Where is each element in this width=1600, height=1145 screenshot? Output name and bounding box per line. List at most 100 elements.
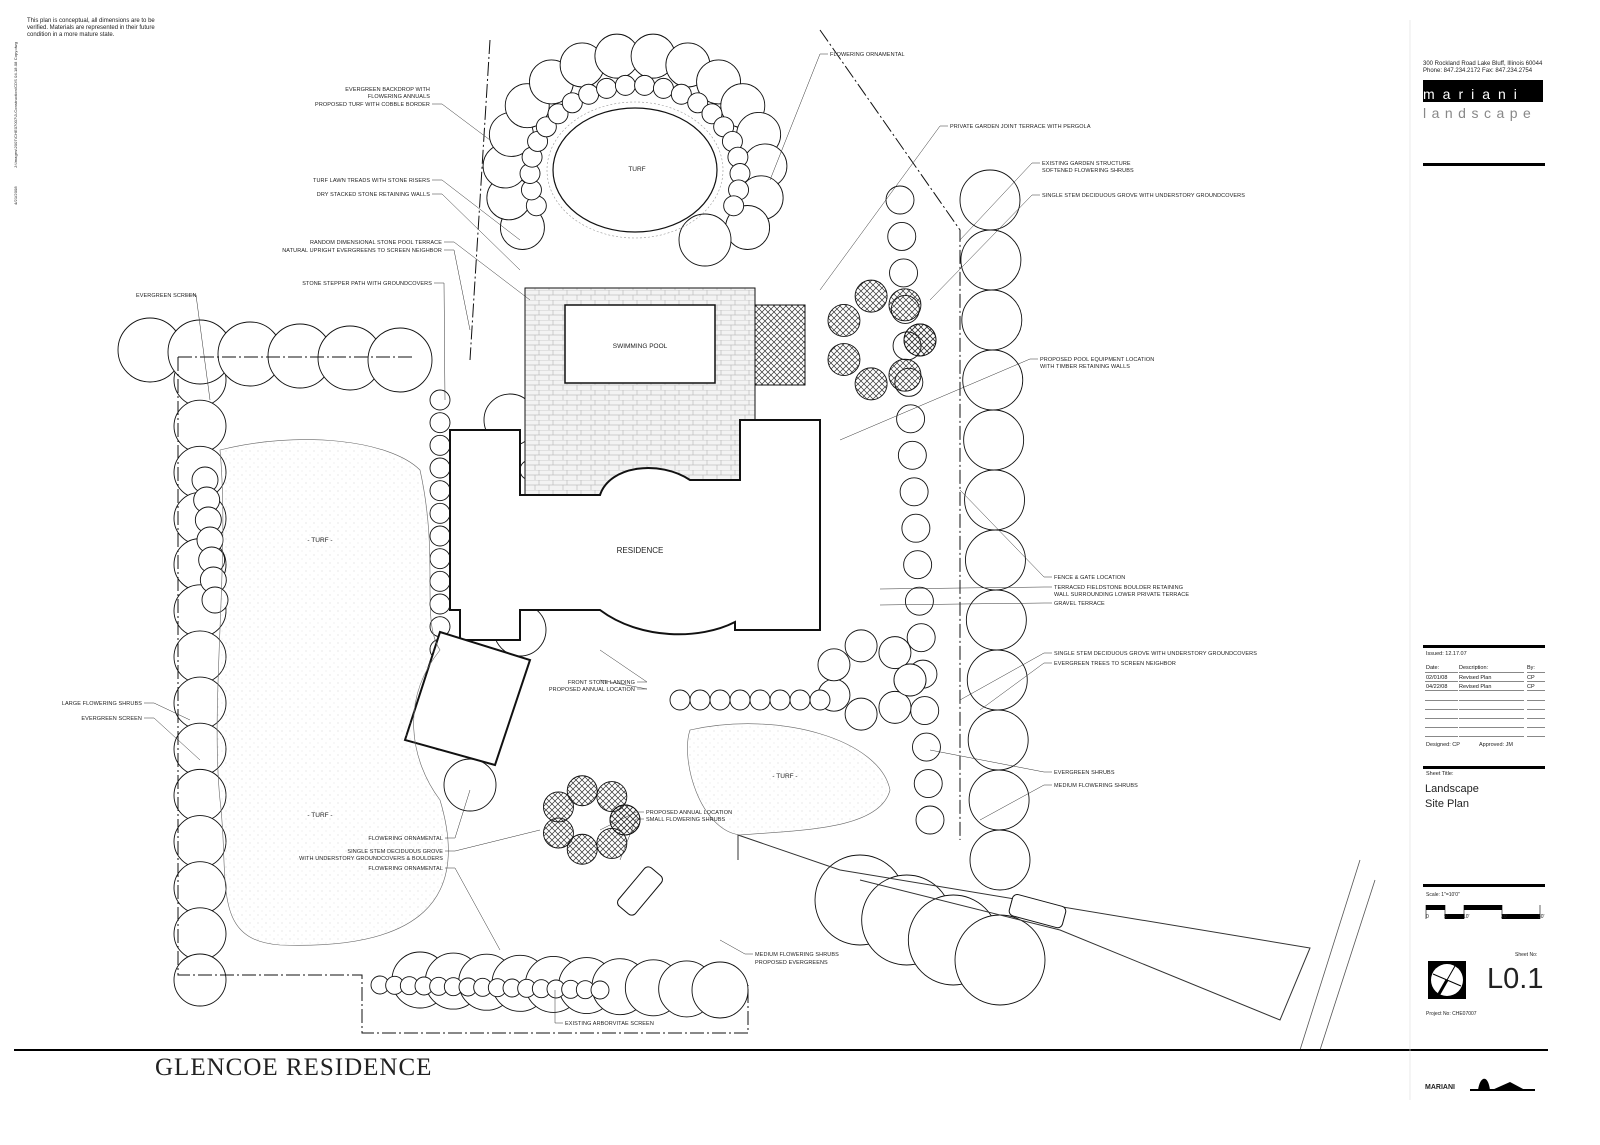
leader-line (444, 249, 471, 331)
revision-rule (1425, 709, 1458, 710)
front-turf (687, 723, 891, 836)
shrub (912, 732, 941, 762)
leader-line (432, 179, 521, 241)
turf-top-lawn (552, 107, 718, 233)
shrub (429, 389, 451, 411)
shrub (429, 525, 451, 547)
tree-canopy (844, 697, 878, 731)
logo-block (1423, 80, 1543, 102)
scale-tick-label: 10' (1463, 914, 1470, 920)
shrub (689, 689, 711, 711)
shrub (789, 689, 811, 711)
shrub (889, 258, 918, 288)
leader-line (619, 818, 644, 861)
scale-text: Scale: 1"=10'0" (1426, 892, 1460, 898)
revision-rule (1527, 700, 1545, 701)
leader-line (554, 990, 563, 1024)
shrub (723, 195, 745, 217)
note-file-path: J:\Images\2007\CHE07007\3-Construction\C… (13, 42, 18, 168)
area-label-turf: TURF (628, 166, 645, 173)
revision-rule (1459, 672, 1524, 673)
divider (1423, 163, 1545, 166)
shrub (904, 586, 934, 616)
shrub (887, 222, 917, 251)
firm-phone: Phone: 847.234.2172 Fax: 847.234.2754 (1423, 68, 1533, 74)
revision-rule (1459, 690, 1524, 691)
callout-label: SINGLE STEM DECIDUOUS GROVE WITH UNDERST… (1042, 193, 1245, 199)
revision-rule (1425, 690, 1458, 691)
tree-canopy (367, 327, 433, 393)
leader-line (959, 162, 1040, 241)
leader-line (769, 53, 828, 181)
leader-line (879, 586, 1052, 590)
revision-rule (1527, 727, 1545, 728)
tree-canopy (173, 953, 227, 1007)
col-description: Description: (1459, 665, 1489, 671)
shrub (429, 593, 451, 615)
area-label-turf: - TURF - (307, 537, 332, 544)
callout-label: EVERGREEN SCREEN (81, 716, 142, 722)
callout-label: FLOWERING ORNAMENTAL (830, 52, 905, 58)
pergola (754, 304, 806, 386)
shrub (429, 480, 451, 502)
scale-tick-label: 0 (1426, 914, 1429, 920)
revision-date: 02/01/08 (1426, 675, 1448, 681)
callout-label: PROPOSED ANNUAL LOCATION (646, 810, 732, 816)
shrub (634, 74, 656, 96)
callout-label: EVERGREEN TREES TO SCREEN NEIGHBOR (1054, 661, 1176, 667)
shrub (614, 74, 636, 96)
leader-line (186, 294, 211, 401)
tree-canopy (173, 815, 227, 868)
callout-label: SMALL FLOWERING SHRUBS (646, 817, 726, 823)
revision-rule (1459, 709, 1524, 710)
footer-logo-text: MARIANI (1425, 1084, 1455, 1091)
tree-canopy (817, 648, 851, 682)
callout-label: RANDOM DIMENSIONAL STONE POOL TERRACE (310, 240, 442, 246)
revision-rule (1527, 709, 1545, 710)
shrub (749, 689, 771, 711)
callout-label: FLOWERING ORNAMENTAL (368, 866, 443, 872)
note-date: 4/21/2008 (13, 186, 18, 205)
revision-description: Revised Plan (1459, 684, 1492, 690)
callout-label: EVERGREEN SHRUBS (1054, 770, 1115, 776)
footer-logo-mark (1470, 1078, 1535, 1091)
callout-label: WITH TIMBER RETAINING WALLS (1040, 364, 1130, 370)
revision-rule (1459, 681, 1524, 682)
shrub (729, 689, 751, 711)
car-icon (1008, 894, 1067, 929)
revision-rule (1459, 700, 1524, 701)
leader-line (144, 702, 191, 721)
tree-canopy (844, 629, 878, 663)
callout-label: EXISTING GARDEN STRUCTURE (1042, 161, 1131, 167)
leader-line (929, 194, 1040, 301)
shrub (709, 689, 731, 711)
callout-label: DRY STACKED STONE RETAINING WALLS (317, 192, 430, 198)
tree-canopy (967, 709, 1029, 771)
tree-canopy (893, 663, 927, 697)
sheet-title-line1: Landscape (1425, 783, 1479, 795)
sheet-title-label: Sheet Title: (1426, 771, 1454, 777)
leader-line (445, 829, 541, 852)
leader-line (959, 489, 1052, 578)
tree-canopy (173, 907, 227, 961)
shrub (769, 689, 791, 711)
shrub (687, 92, 709, 114)
car-icon (617, 866, 663, 916)
scale-tick-label: 5' (1444, 914, 1448, 920)
tree-canopy (968, 769, 1030, 831)
callout-label: FRONT STONE LANDING (568, 680, 635, 686)
revision-rule (1425, 718, 1458, 719)
sheet-no-label: Sheet No: (1515, 952, 1538, 958)
area-label-pool: SWIMMING POOL (613, 343, 668, 350)
tree-canopy (965, 589, 1027, 651)
tree-canopy (173, 861, 227, 915)
revision-by: CP (1527, 675, 1535, 681)
shrub (429, 434, 451, 456)
leader-line (444, 241, 531, 301)
shrub (854, 367, 888, 401)
callout-label: WITH UNDERSTORY GROUNDCOVERS & BOULDERS (299, 856, 443, 862)
divider (1423, 766, 1545, 769)
revision-header: Date:Description:By: (1426, 665, 1546, 671)
property-line (177, 29, 961, 1034)
tree-canopy (966, 649, 1028, 711)
